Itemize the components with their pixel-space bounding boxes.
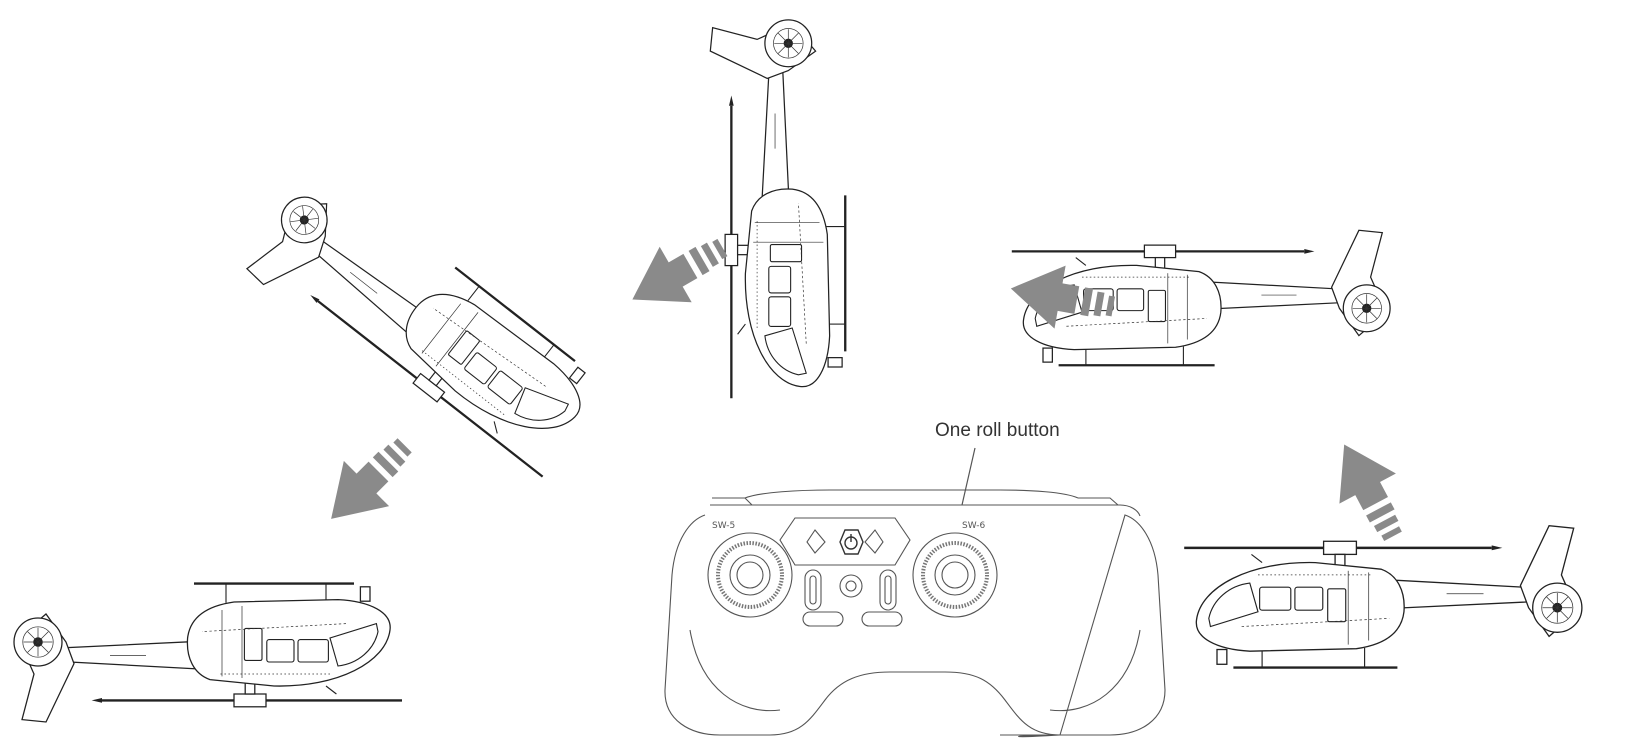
helicopter-icon — [709, 18, 847, 400]
roll-button-callout: One roll button — [935, 420, 1060, 441]
roll-arrow-icon — [616, 219, 739, 328]
left-stick — [707, 532, 793, 618]
transmitter-icon: SW-5 SW-6 — [664, 489, 1166, 738]
switch-left-label: SW-5 — [712, 521, 735, 531]
callout-leader — [961, 447, 976, 506]
roll-arrow-icon — [308, 422, 428, 542]
helicopter-icon — [12, 582, 404, 724]
right-stick — [912, 532, 998, 618]
helicopter-icon — [1182, 524, 1584, 669]
roll-arrow-icon — [1315, 429, 1422, 552]
helicopter-icon — [238, 161, 613, 494]
switch-right-label: SW-6 — [962, 521, 985, 531]
power-icon — [844, 534, 858, 550]
